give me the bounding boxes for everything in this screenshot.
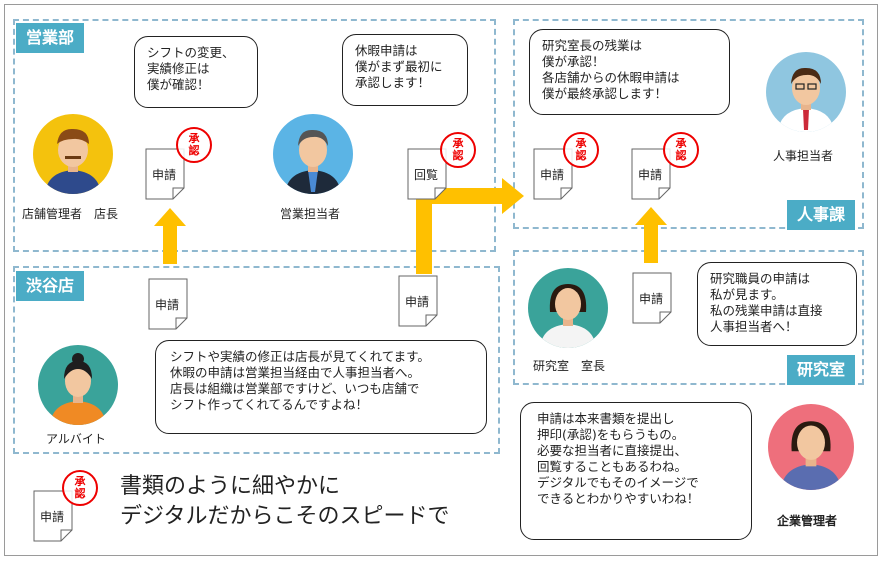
section-kenkyu (513, 250, 864, 385)
doc-shinsei-kenkyu: 申請 (632, 272, 672, 324)
hr-label: 人事担当者 (773, 149, 834, 163)
doc-shinsei-jinji-1: 申請 (533, 148, 573, 200)
doc-shinsei-shibuya-1: 申請 (148, 278, 188, 330)
arrow-up-shibuya (154, 208, 186, 264)
section-eigyo-label: 営業部 (16, 23, 85, 53)
doc-label: 申請 (151, 168, 176, 182)
section-eigyo (13, 19, 496, 252)
doc-label: 申請 (154, 298, 179, 312)
doc-label: 申請 (539, 168, 564, 182)
lab-head-avatar (528, 268, 608, 348)
part-timer-label: アルバイト (46, 432, 106, 446)
bubble-sales: 休暇申請は 僕がまず最初に 承認します！ (342, 34, 468, 106)
doc-label: 申請 (638, 292, 663, 306)
store-manager-avatar (33, 114, 113, 194)
sales-label: 営業担当者 (280, 207, 341, 221)
bubble-hr: 研究室長の残業は 僕が承認！ 各店舗からの休暇申請は 僕が最終承認します！ (529, 29, 730, 115)
section-shibuya (13, 266, 500, 454)
section-shibuya-label: 渋谷店 (16, 271, 85, 301)
approval-stamp: 承 認 (62, 470, 98, 506)
store-manager-label: 店舗管理者 店長 (22, 207, 119, 221)
doc-shinsei-legend: 申請 (33, 490, 73, 542)
doc-shinsei-shibuya-2: 申請 (398, 275, 438, 327)
sales-avatar (273, 114, 353, 194)
approval-stamp: 承 認 (563, 132, 599, 168)
lab-head-label: 研究室 室長 (533, 359, 606, 373)
arrow-up-kenkyu (635, 207, 667, 263)
arrow-elbow-to-jinji (416, 178, 524, 274)
section-jinji-label: 人事課 (787, 200, 856, 230)
bubble-store-manager: シフトの変更、 実績修正は 僕が確認！ (134, 36, 258, 108)
bubble-lab-head: 研究職員の申請は 私が見ます。 私の残業申請は直接 人事担当者へ！ (697, 262, 857, 346)
diagram-frame (4, 4, 878, 556)
exec-avatar (768, 404, 854, 490)
bubble-part-timer: シフトや実績の修正は店長が見てくれてます。 休暇の申請は営業担当経由で人事担当者… (155, 340, 487, 434)
doc-label: 回覧 (413, 168, 438, 182)
doc-label: 申請 (404, 295, 429, 309)
section-kenkyu-label: 研究室 (787, 355, 856, 385)
doc-label: 申請 (39, 510, 64, 524)
exec-label: 企業管理者 (777, 514, 838, 528)
hr-avatar (766, 52, 846, 132)
doc-kairan-sales: 回覧 (407, 148, 447, 200)
doc-shinsei-store: 申請 (145, 148, 185, 200)
bottom-slogan: 書類のように細やかに デジタルだからこそのスピードで (120, 474, 450, 529)
part-timer-avatar (38, 345, 118, 425)
doc-label: 申請 (637, 168, 662, 182)
approval-stamp: 承 認 (440, 132, 476, 168)
bubble-exec: 申請は本来書類を提出し 押印(承認)をもらうもの。 必要な担当者に直接提出、 回… (520, 402, 752, 540)
approval-stamp: 承 認 (663, 132, 699, 168)
approval-stamp: 承 認 (176, 127, 212, 163)
section-jinji (513, 19, 864, 229)
